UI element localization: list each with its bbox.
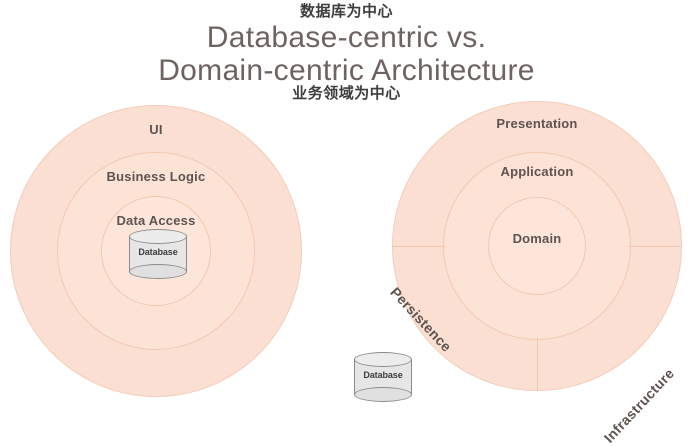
database-cylinder-left: Database: [129, 229, 187, 279]
cylinder-bottom-cap: [354, 387, 412, 402]
ring-label-presentation: Presentation: [496, 116, 578, 131]
cylinder-top-cap: [354, 352, 412, 367]
ring-label-ui: UI: [149, 122, 163, 137]
domain-centric-diagram: Presentation Application Domain Persiste…: [387, 101, 682, 446]
database-cylinder-label: Database: [363, 370, 403, 380]
chinese-label-domain-centric: 业务领域为中心: [292, 84, 401, 102]
cylinder-bottom-cap: [129, 264, 187, 279]
database-cylinder-label: Database: [138, 247, 178, 257]
page-title-line-2: Domain-centric Architecture: [158, 54, 535, 87]
sector-divider-bottom: [537, 338, 538, 390]
sector-label-infrastructure: Infrastructure: [600, 365, 677, 446]
chinese-label-database-centric: 数据库为中心: [299, 2, 393, 20]
ring-label-domain: Domain: [512, 231, 562, 246]
cylinder-top-cap: [129, 229, 187, 244]
page-title-line-1: Database-centric vs.: [206, 21, 487, 54]
page-title: Database-centric vs. Domain-centric Arch…: [0, 21, 693, 87]
ring-label-business-logic: Business Logic: [106, 169, 206, 184]
sector-divider-right: [629, 246, 681, 247]
database-cylinder-right: Database: [354, 352, 412, 402]
sector-label-persistence: Persistence: [387, 284, 455, 355]
sector-divider-left: [393, 246, 445, 247]
ring-domain: [488, 197, 586, 295]
ring-label-application: Application: [500, 164, 574, 179]
ring-label-data-access: Data Access: [116, 213, 196, 228]
